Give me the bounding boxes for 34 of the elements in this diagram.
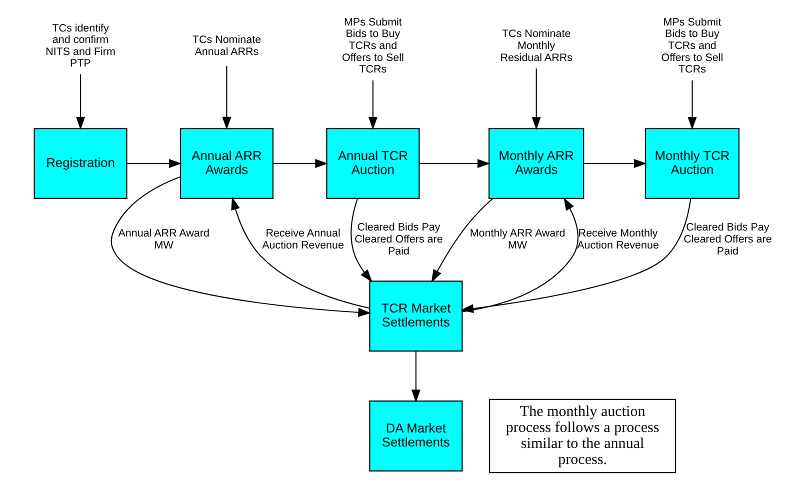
node-box: Annual ARR Awards [180,128,274,199]
arrow [411,351,420,403]
arrow [273,158,328,168]
node-box: Monthly TCR Auction [644,128,740,199]
arrow [350,198,372,282]
arrow [419,158,490,168]
node-box: DA Market Settlements [369,400,463,472]
node-box: Monthly ARR Awards [488,128,584,199]
arrow [462,197,578,312]
edge-label: Receive Monthly Auction Revenue [577,228,659,252]
edge-label: Receive Annual Auction Revenue [262,228,344,252]
edge-label: Monthly ARR Award MW [470,228,566,252]
arrow [688,80,697,130]
edge-label: Cleared Bids Pay Cleared Offers are Paid [684,222,772,258]
node-text: TCs Nominate Monthly Residual ARRs [500,28,572,64]
node-box: Annual TCR Auction [326,128,420,199]
node-text: MPs Submit Bids to Buy TCRs and Offers to Sell TCRs [661,16,724,76]
node-box: TCR Market Settlements [369,280,463,352]
arrow [584,158,647,168]
node-box: The monthly auction process follows a process similar to the annual process. [489,398,676,474]
arrow [126,158,182,168]
node-text: TCs identify and confirm NITS and Firm PTP [46,22,116,70]
arrow [231,196,370,309]
arrow [532,68,541,130]
arrow [431,198,494,282]
arrow [222,66,232,130]
edge-label: Cleared Bids Pay Cleared Offers are Paid [354,222,443,258]
arrow [110,176,372,317]
node-box: Registration [34,128,128,199]
arrow [76,74,86,130]
arrow [368,80,378,130]
edge-label: Annual ARR Award MW [118,228,210,252]
node-text: TCs Nominate Annual ARRs [192,34,262,58]
node-text: MPs Submit Bids to Buy TCRs and Offers to Sell TCRs [342,16,404,76]
